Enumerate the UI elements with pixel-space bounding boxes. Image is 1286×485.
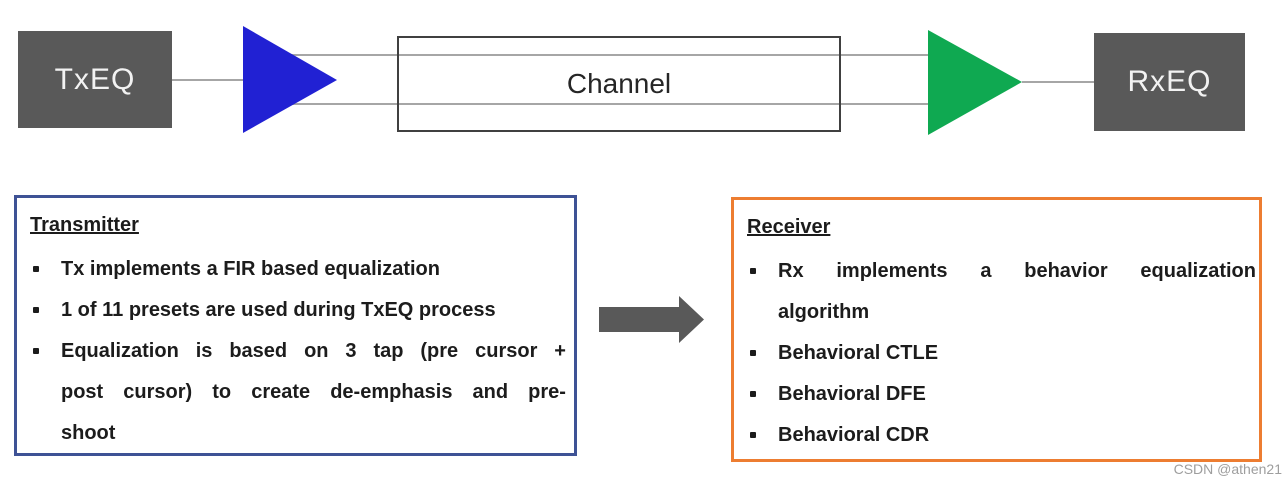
transmitter-panel-title: Transmitter xyxy=(30,214,139,236)
bullet-dot-icon xyxy=(750,251,778,333)
bullet-item: Tx implements a FIR based equalization xyxy=(17,249,574,290)
bullet-item: Behavioral CTLE xyxy=(734,333,1259,374)
tx-amplifier-triangle-icon xyxy=(243,26,337,133)
bullet-text: 1 of 11 presets are used during TxEQ pro… xyxy=(61,299,496,321)
transmitter-bullet-list: Tx implements a FIR based equalization 1 … xyxy=(17,249,574,454)
bullet-dot-icon xyxy=(33,249,61,290)
watermark: CSDN @athen21 xyxy=(1173,461,1282,477)
bullet-dot-icon xyxy=(33,290,61,331)
bullet-item: 1 of 11 presets are used during TxEQ pro… xyxy=(17,290,574,331)
transmitter-panel: Transmitter Tx implements a FIR based eq… xyxy=(14,195,577,456)
receiver-panel-title: Receiver xyxy=(747,216,831,238)
txeq-block: TxEQ xyxy=(18,31,172,128)
bullet-dot-icon xyxy=(750,415,778,456)
bullet-dot-icon xyxy=(33,331,61,454)
bullet-text: Behavioral DFE xyxy=(778,383,926,405)
bullet-dot-icon xyxy=(750,333,778,374)
rx-amplifier-triangle-icon xyxy=(928,30,1022,135)
bullet-text: Behavioral CDR xyxy=(778,424,930,446)
bullet-item: Behavioral CDR xyxy=(734,415,1259,456)
channel-block: Channel xyxy=(397,36,841,132)
flow-arrow-icon xyxy=(599,296,704,343)
bullet-text: Behavioral CTLE xyxy=(778,342,939,364)
rxeq-block: RxEQ xyxy=(1094,33,1245,131)
bullet-text: Tx implements a FIR based equalization xyxy=(61,258,440,280)
bullet-dot-icon xyxy=(750,374,778,415)
bullet-item: Behavioral DFE xyxy=(734,374,1259,415)
